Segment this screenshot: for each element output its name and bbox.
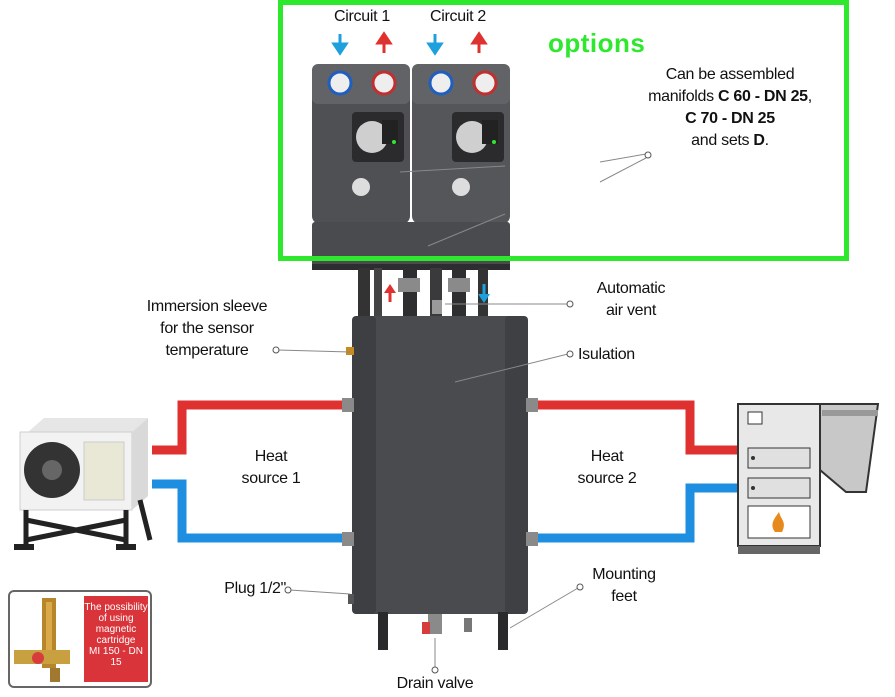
immersion-sleeve-label: Immersion sleeve for the sensor temperat… [146,298,268,359]
circuit-2-label: Circuit 2 [430,8,486,25]
tank-flow-arrows [384,284,490,303]
isulation-label: Isulation [578,346,635,363]
buffer-tank [342,316,538,650]
drain-valve-label: Drain valve [396,675,474,692]
plug-label: Plug 1/2" [224,580,286,597]
heat-pipes [152,400,745,543]
circuit-1-label: Circuit 1 [334,8,390,25]
boiler [737,403,880,554]
heat-pump [14,418,153,550]
options-note-line4: and sets D. [691,132,769,149]
options-note-line3: C 70 - DN 25 [685,110,775,127]
heat-source-2-label: Heat source 2 [577,448,637,487]
magnetic-cartridge-box: The possibility of using magnetic cartri… [8,590,152,688]
magnetic-cartridge-icon [14,598,70,682]
options-note: Can be assembled manifolds C 60 - DN 25,… [620,64,840,152]
options-note-line1: Can be assembled [665,66,795,83]
mounting-feet-label: Mounting feet [592,566,656,605]
circuit-arrows [331,31,488,56]
options-frame [278,0,849,261]
options-note-line2: manifolds C 60 - DN 25, [648,88,812,105]
leader-dots [272,151,652,674]
automatic-air-vent-label: Automatic air vent [596,280,666,319]
connection-pipes [358,268,488,320]
options-title: options [548,28,646,58]
leader-lines [277,153,647,668]
magnetic-cartridge-note: The possibility of using magnetic cartri… [84,596,148,682]
heat-source-1-label: Heat source 1 [241,448,301,487]
